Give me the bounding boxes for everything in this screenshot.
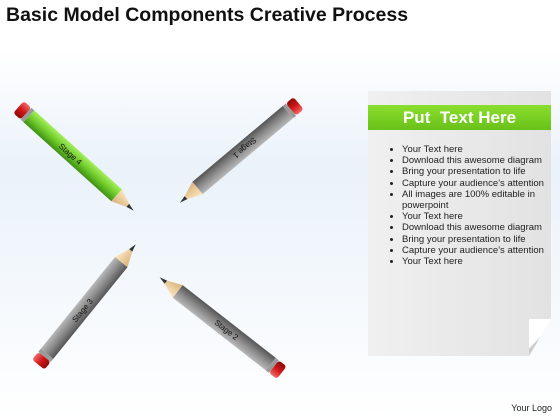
list-item: Bring your presentation to life [402,166,552,177]
text-panel: Put Text Here Your Text here Download th… [368,91,551,356]
list-item: Download this awesome diagram [402,222,552,233]
bullet-list: Your Text here Download this awesome dia… [382,144,552,267]
list-item: Capture your audience’s attention [402,178,552,189]
pencil-stage-1: Stage 1 [179,98,303,203]
list-item: All images are 100% editable in powerpoi… [402,189,552,211]
list-item: Your Text here [402,256,552,267]
pencil-stage-4: Stage 4 [14,102,134,211]
pencil-stage-2: Stage 2 [159,277,286,378]
pencil-stage-3: Stage 3 [33,244,136,369]
list-item: Capture your audience’s attention [402,245,552,256]
panel-header: Put Text Here [368,105,551,130]
page-curl [529,319,551,356]
list-item: Your Text here [402,211,552,222]
page-title: Basic Model Components Creative Process [6,4,409,26]
list-item: Bring your presentation to life [402,234,552,245]
list-item: Download this awesome diagram [402,155,552,166]
pencil-diagram: Stage 1 Stage 2 Stage 3 Stage 4 [14,98,303,378]
list-item: Your Text here [402,144,552,155]
panel-background [368,91,551,356]
logo-text: Your Logo [511,403,552,413]
